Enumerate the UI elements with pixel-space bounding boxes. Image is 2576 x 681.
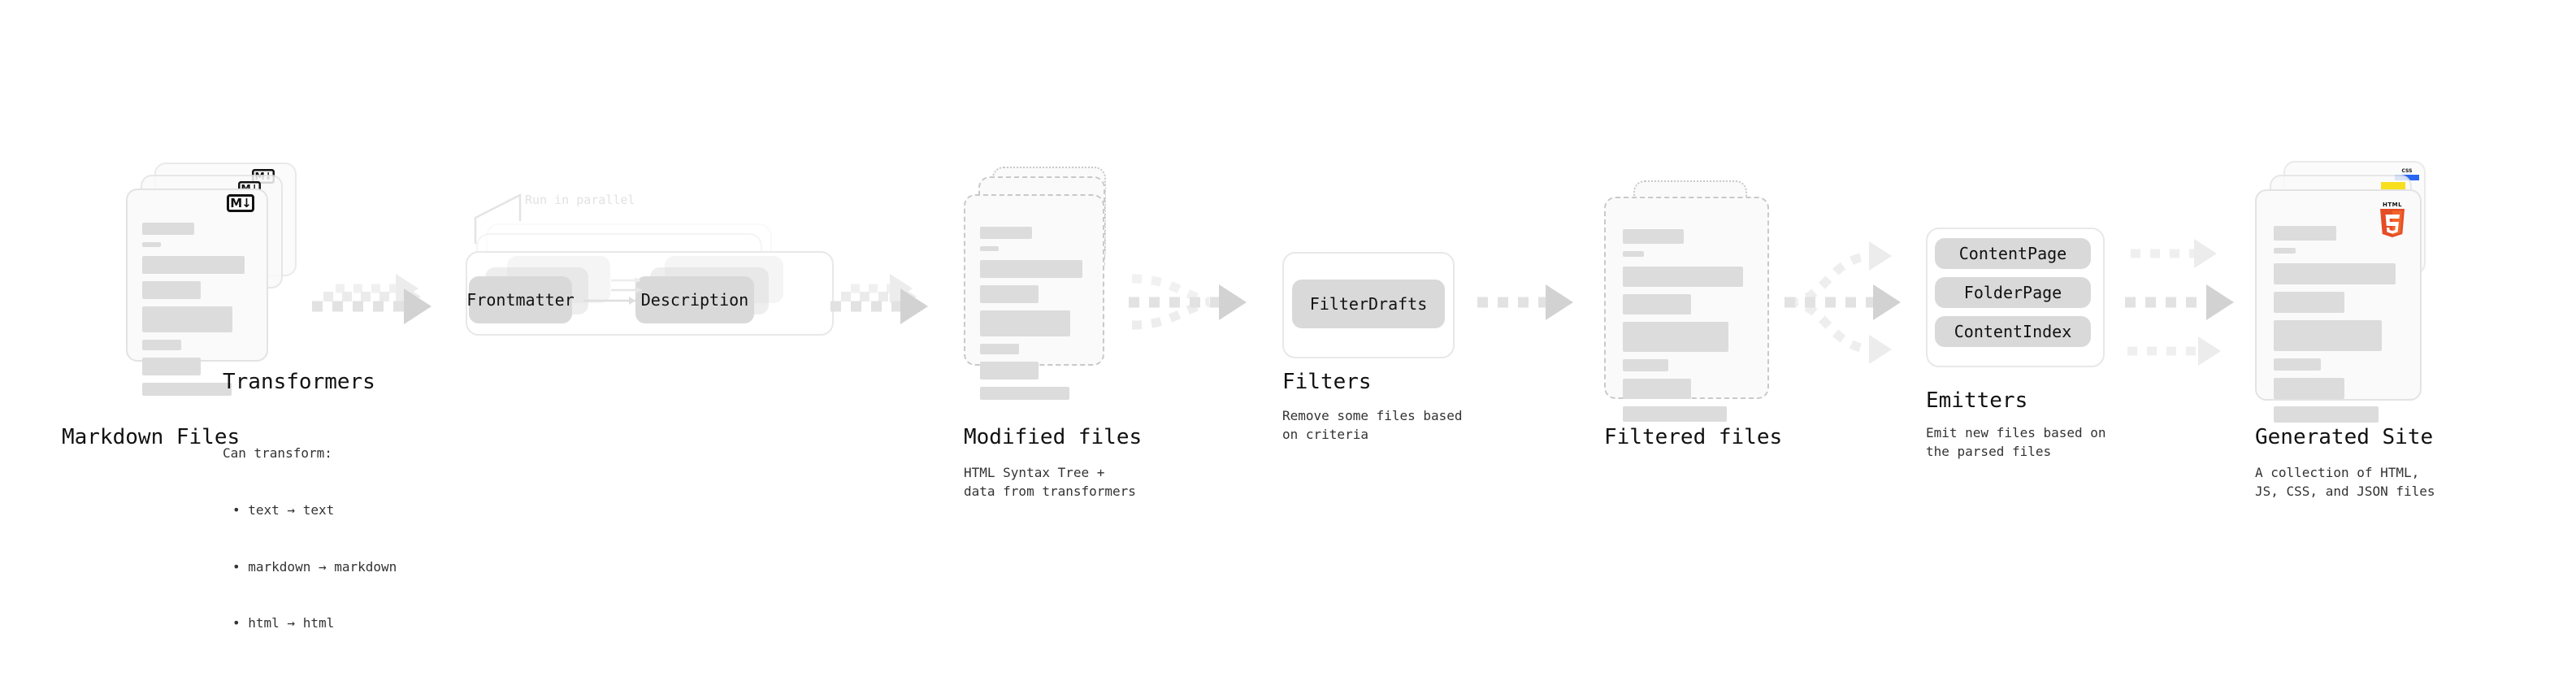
content-bar [1623,322,1728,352]
stage-title-generated-site: Generated Site [2255,425,2434,449]
content-bar [980,246,999,251]
content-bar [980,387,1069,400]
content-bar [2274,358,2321,371]
html5-icon: HTML [2379,202,2406,237]
transformers-bullet: • text → text [232,501,335,518]
content-bar [2274,226,2336,241]
connector-md-to-transformers [312,274,432,324]
content-bar [1623,251,1644,257]
content-bar [980,344,1019,354]
transformer-chip-description[interactable]: Description [635,276,754,323]
markdown-icon: M↓ [227,194,254,212]
content-bar [980,260,1082,278]
stage-title-emitters: Emitters [1926,388,2028,413]
content-bar [142,242,161,247]
connector-modified-to-filters [1129,274,1247,330]
content-bar [1623,379,1691,399]
content-bar [1623,267,1743,287]
content-bar [142,383,232,396]
filter-chip-filterdrafts[interactable]: FilterDrafts [1292,280,1445,328]
content-bar [142,340,181,350]
stage-desc-emitters: Emit new files based on the parsed files [1926,425,2106,460]
stage-title-transformers: Transformers [223,370,375,394]
content-bar [1623,294,1691,314]
transformers-bullet: • html → html [232,615,335,631]
transformers-bullet: • markdown → markdown [232,558,397,575]
content-bar [2274,378,2344,399]
document-content-bars [2274,226,2405,430]
run-in-parallel-label: Run in parallel [525,193,635,207]
connector-emitters-to-site [2125,239,2234,366]
content-bar [2274,406,2379,423]
content-bar [980,362,1039,380]
stage-title-filtered-files: Filtered files [1604,425,1783,449]
connector-filtered-to-emitters [1785,241,1901,364]
emitter-chip-contentpage[interactable]: ContentPage [1935,238,2091,269]
transformers-desc-line: Can transform: [223,445,332,462]
content-bar [980,285,1039,303]
stage-desc-filters: Remove some files based on criteria [1282,408,1463,443]
css-label: CSS [2401,168,2413,174]
emitter-chip-contentindex[interactable]: ContentIndex [1935,316,2091,347]
html5-label: HTML [2382,202,2403,208]
content-bar [2274,320,2382,351]
content-bar [142,223,194,235]
content-bar [2274,248,2296,254]
stage-desc-generated-site: A collection of HTML, JS, CSS, and JSON … [2255,465,2435,500]
content-bar [1623,229,1684,244]
content-bar [1623,406,1727,422]
content-bar [2274,292,2344,313]
generated-site-stack: CSS HTML [2255,161,2426,423]
document-content-bars [142,223,253,403]
emitter-chip-folderpage[interactable]: FolderPage [1935,277,2091,308]
content-bar [980,310,1070,336]
content-bar [142,306,232,332]
stage-title-filters: Filters [1282,370,1372,394]
document-card-front [964,194,1104,366]
content-bar [142,281,201,299]
stage-desc-modified-files: HTML Syntax Tree + data from transformer… [964,465,1136,500]
document-content-bars [980,227,1091,407]
content-bar [980,227,1032,239]
stage-desc-transformers: Can transform: • text → text • markdown … [223,406,397,670]
transformer-chip-frontmatter[interactable]: Frontmatter [466,276,575,323]
document-content-bars [1623,229,1753,429]
stage-title-markdown-files: Markdown Files [62,425,241,449]
content-bar [1623,359,1668,371]
content-bar [2274,263,2396,284]
stage-title-modified-files: Modified files [964,425,1143,449]
content-bar [142,256,245,274]
connector-filters-to-filtered [1477,284,1573,320]
connector-transformers-to-modified [830,274,928,324]
content-bar [142,358,201,375]
